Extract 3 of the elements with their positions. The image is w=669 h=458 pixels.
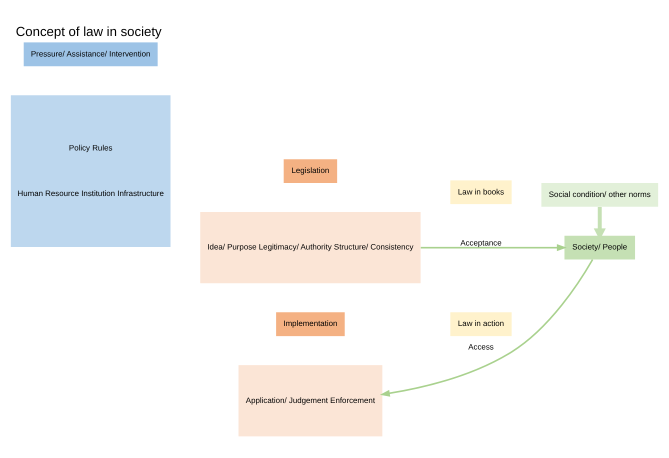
diagram-title: Concept of law in society (16, 23, 162, 38)
arrow (380, 258, 594, 396)
arrow (420, 244, 567, 251)
